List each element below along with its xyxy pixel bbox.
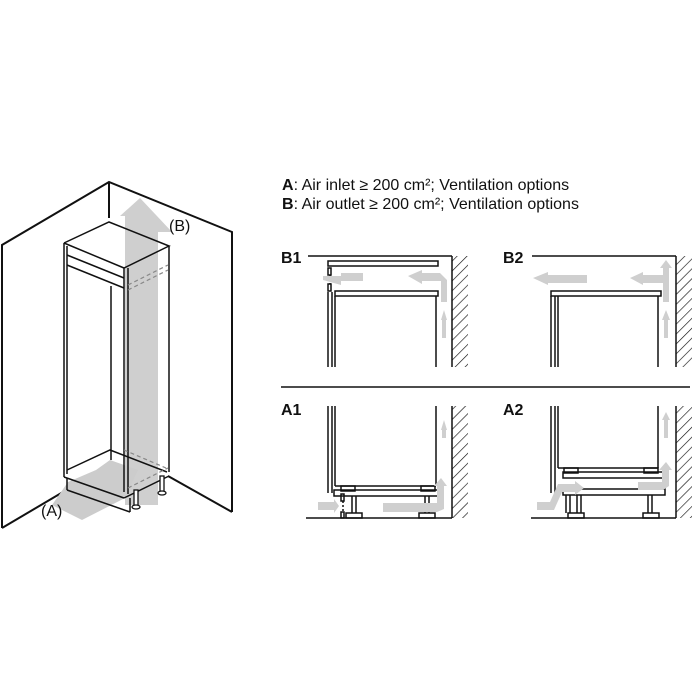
panel-label-b1: B1 bbox=[281, 250, 302, 267]
legend-line-b: B: Air outlet ≥ 200 cm²; Ventilation opt… bbox=[282, 195, 579, 214]
cabinet-dashed-lines bbox=[123, 264, 169, 489]
callout-b: (B) bbox=[169, 218, 191, 235]
wall-hatch-a1 bbox=[452, 406, 468, 518]
panel-a2-arrows bbox=[537, 412, 672, 510]
legend-text-a: : Air inlet ≥ 200 cm²; Ventilation optio… bbox=[293, 177, 570, 194]
panel-a1-arrows bbox=[318, 420, 447, 513]
legend-line-a: A: Air inlet ≥ 200 cm²; Ventilation opti… bbox=[282, 176, 579, 195]
panel-label-b2: B2 bbox=[503, 250, 524, 267]
wall-hatch-b2 bbox=[676, 256, 692, 367]
airflow-arrow-inlet-a bbox=[52, 460, 138, 520]
callout-a: (A) bbox=[41, 503, 63, 520]
panel-b1-drawing bbox=[308, 255, 453, 367]
room-corner-walls bbox=[1, 180, 233, 529]
wall-hatch-b1 bbox=[452, 256, 468, 367]
panel-b2-drawing bbox=[532, 255, 677, 367]
legend: A: Air inlet ≥ 200 cm²; Ventilation opti… bbox=[282, 176, 579, 214]
panel-b2-arrows bbox=[533, 260, 672, 338]
panel-b1-arrows bbox=[323, 270, 447, 338]
wall-hatch-a2 bbox=[676, 406, 692, 518]
legend-key-a: A bbox=[282, 177, 294, 194]
legend-key-b: B bbox=[282, 196, 294, 213]
airflow-arrow-outlet-b bbox=[120, 198, 172, 505]
legend-text-b: : Air outlet ≥ 200 cm²; Ventilation opti… bbox=[293, 196, 579, 213]
panel-a1-drawing bbox=[306, 406, 453, 519]
cabinet-feet bbox=[131, 475, 167, 510]
panel-label-a2: A2 bbox=[503, 402, 524, 419]
panel-label-a1: A1 bbox=[281, 402, 302, 419]
